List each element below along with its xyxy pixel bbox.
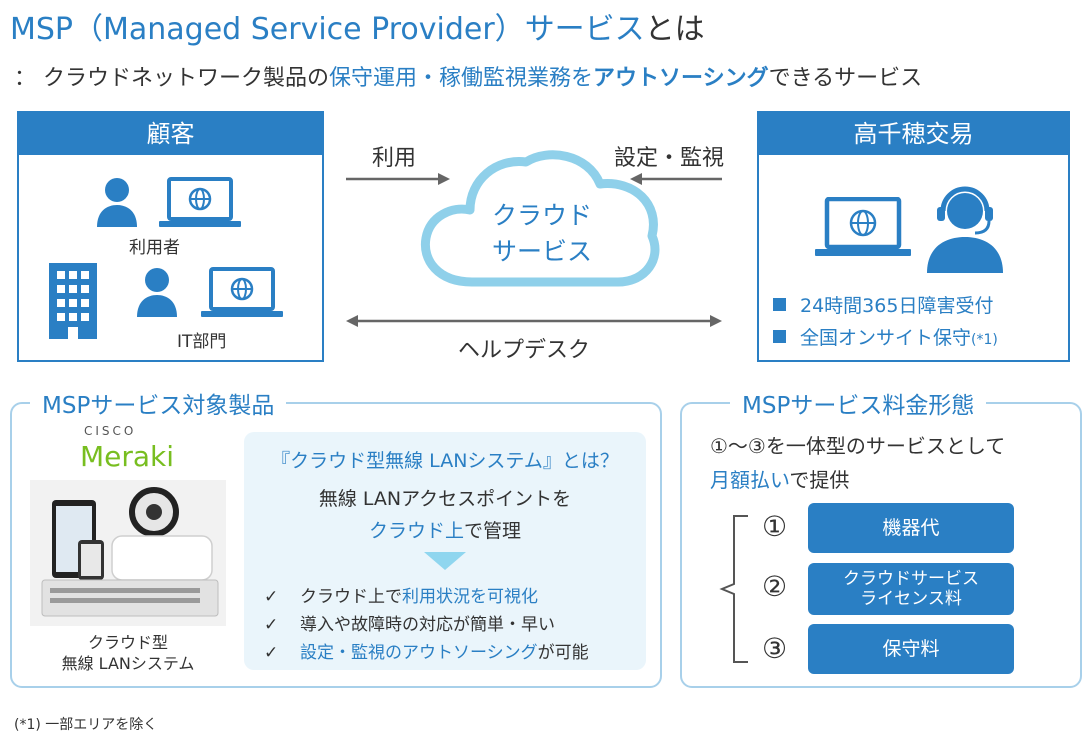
subtitle-highlight-2: アウトソーシング bbox=[593, 66, 769, 91]
cloud-text: クラウド サービス bbox=[462, 198, 622, 270]
check-1-pre: クラウド上で bbox=[300, 587, 402, 607]
arrow-right-icon bbox=[346, 173, 450, 185]
item-3-pill: 保守料 bbox=[808, 624, 1014, 674]
item-2-number: ② bbox=[762, 570, 788, 603]
pricing-line-2: 月額払いで提供 bbox=[710, 464, 849, 493]
building-icon bbox=[49, 263, 97, 339]
check-2-text: 導入や故障時の対応が簡単・早い bbox=[300, 615, 555, 635]
check-item-3: ✓ 設定・監視のアウトソーシングが可能 bbox=[264, 638, 589, 663]
laptop-icon bbox=[159, 177, 241, 227]
bullet-square-icon bbox=[773, 330, 786, 343]
it-laptop-icon bbox=[201, 267, 283, 317]
page-subtitle: ： クラウドネットワーク製品の保守運用・稼働監視業務をアウトソーシングできるサー… bbox=[14, 60, 922, 92]
bullet-2-note: (*1) bbox=[971, 332, 998, 348]
customer-title: 顧客 bbox=[19, 113, 322, 155]
bullet-2-text: 全国オンサイト保守 bbox=[800, 327, 972, 349]
meraki-devices-icon bbox=[41, 487, 219, 617]
title-service: サービス bbox=[524, 12, 645, 47]
item-2-pill: クラウドサービス ライセンス料 bbox=[808, 563, 1014, 615]
item-3-number: ③ bbox=[762, 632, 788, 665]
user-icon bbox=[97, 178, 137, 227]
subtitle-prefix: ： クラウドネットワーク製品の bbox=[14, 66, 329, 91]
check-3-hl: 設定・監視のアウトソーシング bbox=[300, 643, 538, 663]
item-1-number: ① bbox=[762, 510, 788, 543]
helpdesk-label: ヘルプデスク bbox=[458, 338, 591, 363]
desc-rest: で管理 bbox=[464, 520, 522, 542]
explainer-desc-2: クラウド上で管理 bbox=[244, 516, 646, 543]
use-label: 利用 bbox=[372, 146, 417, 171]
title-main: MSP（Managed Service Provider） bbox=[10, 12, 525, 47]
check-3-post: が可能 bbox=[537, 643, 589, 663]
item-1-label: 機器代 bbox=[882, 516, 940, 539]
it-user-icon bbox=[137, 268, 177, 317]
provider-bullet-2: 全国オンサイト保守(*1) bbox=[773, 323, 998, 350]
title-towa: とは bbox=[644, 12, 705, 47]
check-item-1: ✓ クラウド上で利用状況を可視化 bbox=[264, 582, 538, 607]
bullet-square-icon bbox=[773, 298, 786, 311]
meraki-logo: Meraki bbox=[80, 440, 175, 473]
cloud-icon bbox=[420, 150, 660, 287]
customer-box: 顧客 利用者 IT部門 bbox=[17, 111, 324, 362]
provider-box: 高千穂交易 24時間365日障害受付 全国オンサイト保守(*1) bbox=[757, 111, 1070, 362]
cloud-lan-explainer: 『クラウド型無線 LANシステム』とは？ 無線 LANアクセスポイントを クラウ… bbox=[244, 432, 646, 670]
triangle-down-icon bbox=[424, 552, 466, 570]
cloud-line-2: サービス bbox=[491, 237, 592, 266]
caption-line-1: クラウド型 bbox=[87, 633, 168, 652]
products-section-title: MSPサービス対象製品 bbox=[30, 386, 287, 420]
check-1-hl: 利用状況を可視化 bbox=[402, 587, 538, 607]
config-label: 設定・監視 bbox=[614, 146, 725, 171]
footnote: (*1) 一部エリアを除く bbox=[14, 717, 158, 733]
item-3-label: 保守料 bbox=[882, 637, 940, 660]
pricing-line-1: ①～③を一体型のサービスとして bbox=[710, 434, 1006, 458]
check-item-2: ✓ 導入や故障時の対応が簡単・早い bbox=[264, 610, 555, 635]
item-2-label-2: ライセンス料 bbox=[860, 589, 962, 609]
provider-bullet-1: 24時間365日障害受付 bbox=[773, 291, 993, 318]
support-agent-icon bbox=[927, 186, 1003, 273]
cisco-label: CISCO bbox=[84, 424, 137, 438]
check-icon: ✓ bbox=[264, 643, 279, 663]
item-1-pill: 機器代 bbox=[808, 503, 1014, 553]
desc-highlight: クラウド上 bbox=[368, 520, 464, 542]
caption-line-2: 無線 LANシステム bbox=[61, 654, 195, 673]
arrow-left-icon bbox=[630, 173, 722, 185]
page-title: MSP（Managed Service Provider）サービスとは bbox=[10, 4, 705, 48]
explainer-desc-1: 無線 LANアクセスポイントを bbox=[318, 488, 572, 510]
helpdesk-arrow-icon bbox=[346, 315, 722, 327]
subtitle-suffix: できるサービス bbox=[768, 66, 923, 91]
item-2-label: クラウドサービス bbox=[843, 568, 979, 589]
product-image bbox=[30, 480, 226, 626]
laptop-icon bbox=[815, 197, 911, 256]
bullet-1-text: 24時間365日障害受付 bbox=[800, 295, 994, 317]
monthly-hl: 月額払い bbox=[710, 468, 790, 492]
user-label: 利用者 bbox=[129, 238, 180, 258]
provider-title: 高千穂交易 bbox=[759, 113, 1068, 155]
pricing-line-2-rest: で提供 bbox=[789, 468, 850, 492]
cloud-line-1: クラウド bbox=[491, 201, 592, 230]
subtitle-highlight-1: 保守運用・稼働監視業務を bbox=[329, 66, 594, 91]
it-label: IT部門 bbox=[177, 332, 227, 352]
bracket-icon bbox=[719, 515, 748, 663]
explainer-question: 『クラウド型無線 LANシステム』とは？ bbox=[271, 450, 619, 472]
check-icon: ✓ bbox=[264, 615, 279, 635]
pricing-section-title: MSPサービス料金形態 bbox=[730, 386, 987, 420]
check-icon: ✓ bbox=[264, 587, 279, 607]
product-caption: クラウド型 無線 LANシステム bbox=[30, 632, 226, 674]
